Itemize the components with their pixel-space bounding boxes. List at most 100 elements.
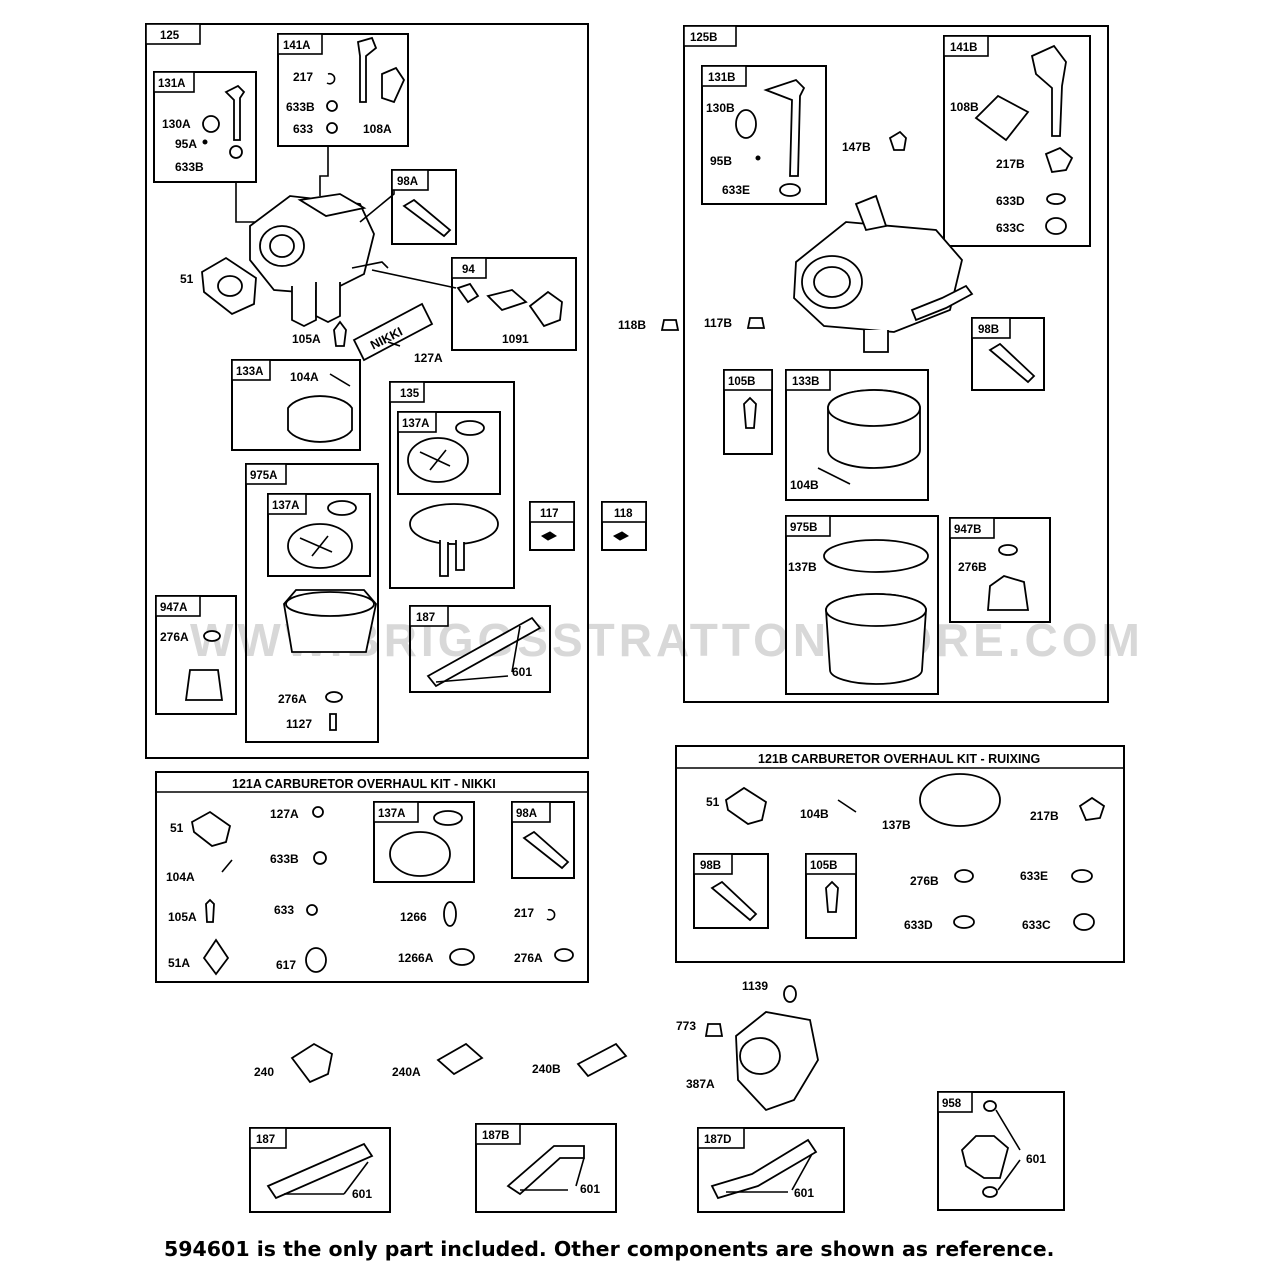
seal-icon [313, 851, 327, 865]
seal-icon [306, 904, 318, 916]
panel-975b: 975B 137B [785, 515, 939, 695]
label-601: 601 [580, 1182, 600, 1196]
panel-131b: 131B 130B 95B 633E [701, 65, 827, 205]
panel-187b-label: 187B [482, 1130, 510, 1142]
label-773: 773 [676, 1019, 696, 1033]
oring-icon [449, 948, 475, 966]
kit-label-276a: 276A [514, 951, 543, 965]
panel-958-label: 958 [942, 1098, 962, 1110]
clamp-icon [983, 1100, 997, 1112]
idle-screw-icon [402, 198, 452, 238]
panel-105b: 105B [723, 369, 773, 455]
fuel-line-icon [710, 1138, 818, 1200]
pin-icon [387, 341, 401, 347]
label-95a: 95A [175, 137, 197, 151]
fitting-icon [541, 531, 557, 541]
gasket-icon [724, 786, 768, 825]
label-633b: 633B [175, 160, 204, 174]
panel-131a-label: 131A [158, 78, 186, 90]
panel-947a-label: 947A [160, 602, 188, 614]
fitting-icon [613, 531, 629, 541]
washer-icon [954, 869, 974, 883]
panel-135-label: 135 [400, 388, 420, 400]
oring-icon [455, 420, 485, 436]
panel-125b: 125B [683, 25, 1109, 703]
seal-icon [1045, 217, 1067, 235]
seal-icon [229, 145, 243, 159]
fuel-line-icon [266, 1142, 374, 1200]
seal-icon [779, 183, 801, 197]
idle-screw-icon [522, 830, 570, 870]
choke-plate-icon [735, 109, 757, 139]
panel-118: 118 [601, 501, 647, 551]
fuel-inlet-icon [910, 284, 974, 322]
seal-icon [326, 122, 338, 134]
kit-panel-98a-label: 98A [516, 808, 537, 820]
idle-screw-icon [710, 880, 758, 922]
footer-note: 594601 is the only part included. Other … [164, 1237, 1054, 1261]
panel-947b-label: 947B [954, 524, 982, 536]
panel-187b: 187B 601 [475, 1123, 617, 1213]
label-240: 240 [254, 1065, 274, 1079]
fuel-line-icon [426, 616, 542, 688]
panel-94-label: 94 [462, 264, 475, 276]
needle-valve-icon [743, 396, 757, 429]
panel-187-label: 187 [416, 612, 435, 624]
panel-98b: 98B [971, 317, 1045, 391]
panel-98a: 98A [391, 169, 457, 245]
kit-label-633e: 633E [1020, 869, 1048, 883]
needle-valve-icon [825, 880, 839, 913]
label-1091: 1091 [502, 332, 529, 346]
spring-icon [486, 289, 528, 312]
fuel-filter-icon [290, 1042, 334, 1084]
panel-187: 187 601 [249, 1127, 391, 1213]
spring-icon [1078, 796, 1106, 821]
kit-121a-title: 121A CARBURETOR OVERHAUL KIT - NIKKI [232, 777, 496, 791]
washer-icon [203, 630, 221, 642]
label-240a: 240A [392, 1065, 421, 1079]
pin-icon [221, 859, 233, 873]
panel-135: 135 137A [389, 381, 515, 589]
kit-121b-title: 121B CARBURETOR OVERHAUL KIT - RUIXING [758, 752, 1040, 766]
panel-975a-label: 975A [250, 470, 278, 482]
label-105a: 105A [292, 332, 321, 346]
kit-label-633c: 633C [1022, 918, 1051, 932]
label-137b: 137B [788, 560, 817, 574]
label-633e: 633E [722, 183, 750, 197]
fuel-filter-icon [436, 1042, 484, 1076]
screw-icon [202, 139, 208, 145]
label-51: 51 [180, 272, 194, 286]
kit-label-127a: 127A [270, 807, 299, 821]
label-633c: 633C [996, 221, 1025, 235]
kit-label-104a: 104A [166, 870, 195, 884]
panel-125b-label: 125B [690, 32, 718, 44]
choke-shaft-icon [763, 78, 806, 177]
fitting-icon [888, 130, 907, 151]
panel-141b-label: 141B [950, 42, 978, 54]
label-601: 601 [512, 665, 532, 679]
panel-187-top: 187 601 [409, 605, 551, 693]
label-217b: 217B [996, 157, 1025, 171]
label-633d: 633D [996, 194, 1025, 208]
label-633b: 633B [286, 100, 315, 114]
seal-icon [1073, 913, 1095, 931]
pin-icon [312, 806, 324, 818]
fuel-filter-icon [576, 1042, 628, 1078]
panel-121a-kit: 121A CARBURETOR OVERHAUL KIT - NIKKI 51 … [155, 771, 589, 983]
screw-icon [755, 155, 761, 161]
pin-icon [817, 467, 851, 485]
kit-label-1266a: 1266A [398, 951, 434, 965]
kit-label-276b: 276B [910, 874, 939, 888]
throttle-shaft-icon [356, 36, 378, 103]
panel-125-label: 125 [160, 30, 180, 42]
panel-133a-label: 133A [236, 366, 264, 378]
panel-141a: 141A 217 633B 633 108A [277, 33, 409, 147]
kit-label-105a: 105A [168, 910, 197, 924]
panel-975b-label: 975B [790, 522, 818, 534]
spring-icon [1044, 146, 1074, 173]
panel-975a: 975A 137A 276A 1127 [245, 463, 379, 743]
label-130b: 130B [706, 101, 735, 115]
fitting-icon [660, 319, 680, 331]
spring-clip-icon [326, 72, 336, 85]
panel-187-label: 187 [256, 1134, 275, 1146]
